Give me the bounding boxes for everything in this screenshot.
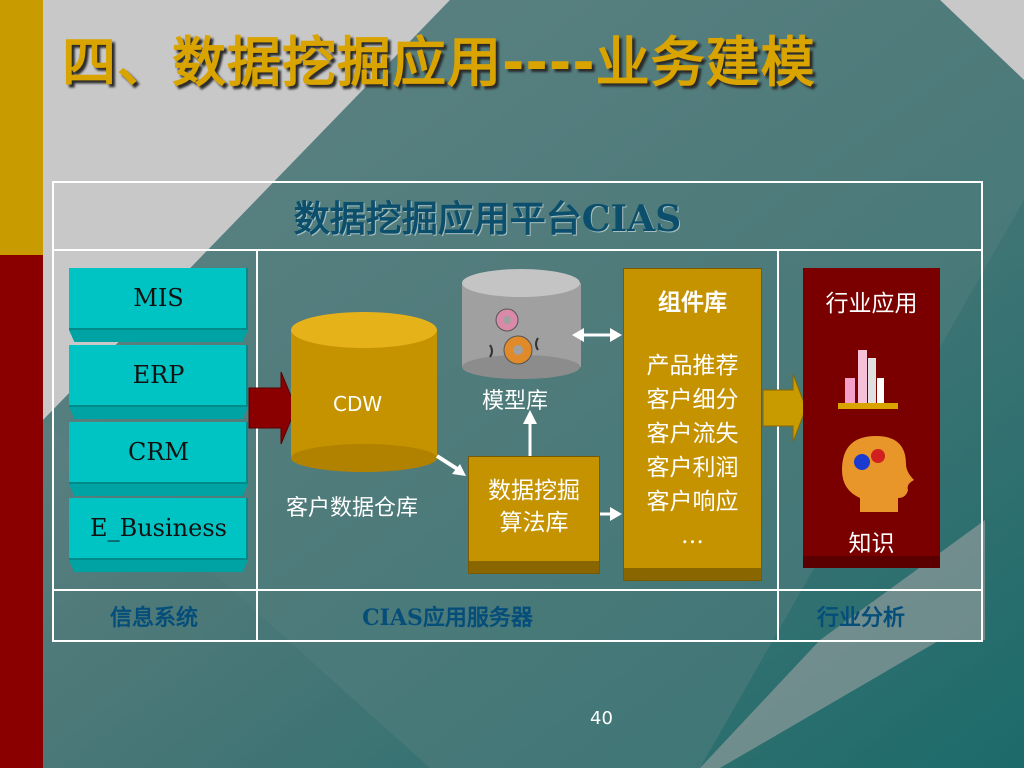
knowledge-head-icon (842, 436, 914, 512)
slide-title: 四、数据挖掘应用----业务建模 (62, 31, 816, 94)
bar-chart-icon (838, 350, 898, 409)
column-divider-right (777, 249, 779, 642)
output-arrow (762, 373, 807, 443)
algorithm-library-line1: 数据挖掘 (488, 478, 580, 504)
source-system-mis: MIS (69, 268, 248, 342)
gears-icon (489, 308, 539, 365)
source-system-crm: CRM (69, 422, 248, 496)
input-arrow (248, 371, 297, 445)
component-item: 客户利润 (646, 455, 739, 481)
source-label: ERP (132, 361, 185, 389)
cdw-label: CDW (333, 392, 383, 416)
footer-info-systems: 信息系统 (109, 605, 198, 631)
algorithm-library-line2: 算法库 (499, 510, 569, 536)
source-system-ebusiness: E_Business (69, 498, 248, 572)
page-number: 40 (590, 708, 613, 729)
component-item: 客户响应 (646, 489, 739, 515)
header-divider (52, 249, 983, 251)
model-library-caption: 模型库 (482, 389, 549, 414)
footer-cias-server: CIAS应用服务器 (362, 605, 533, 631)
source-label: CRM (127, 438, 189, 466)
platform-title: 数据挖掘应用平台CIAS (52, 190, 983, 242)
source-label: MIS (133, 284, 184, 312)
diagram-frame (52, 181, 983, 642)
column-divider-left (256, 249, 258, 642)
left-accent-red (0, 255, 43, 768)
platform-title-text: 数据挖掘应用平台CIAS (293, 198, 682, 240)
algorithm-library-box: 数据挖掘 算法库 (468, 456, 600, 574)
source-system-erp: ERP (69, 345, 248, 419)
industry-panel (803, 268, 940, 568)
component-item: … (681, 523, 704, 549)
component-library-title: 组件库 (658, 290, 727, 316)
component-item: 产品推荐 (646, 353, 739, 379)
component-item: 客户细分 (646, 387, 739, 413)
cdw-cylinder (291, 312, 437, 472)
component-item: 客户流失 (646, 421, 739, 447)
source-label: E_Business (90, 514, 227, 542)
warehouse-caption: 客户数据仓库 (286, 496, 419, 521)
footer-industry-analysis: 行业分析 (816, 605, 905, 631)
footer-divider (52, 589, 983, 591)
component-library-box: 组件库 产品推荐 客户细分 客户流失 客户利润 客户响应 … (623, 268, 762, 581)
knowledge-label: 知识 (848, 531, 895, 557)
industry-app-title: 行业应用 (825, 291, 918, 317)
left-accent-gold (0, 0, 43, 255)
